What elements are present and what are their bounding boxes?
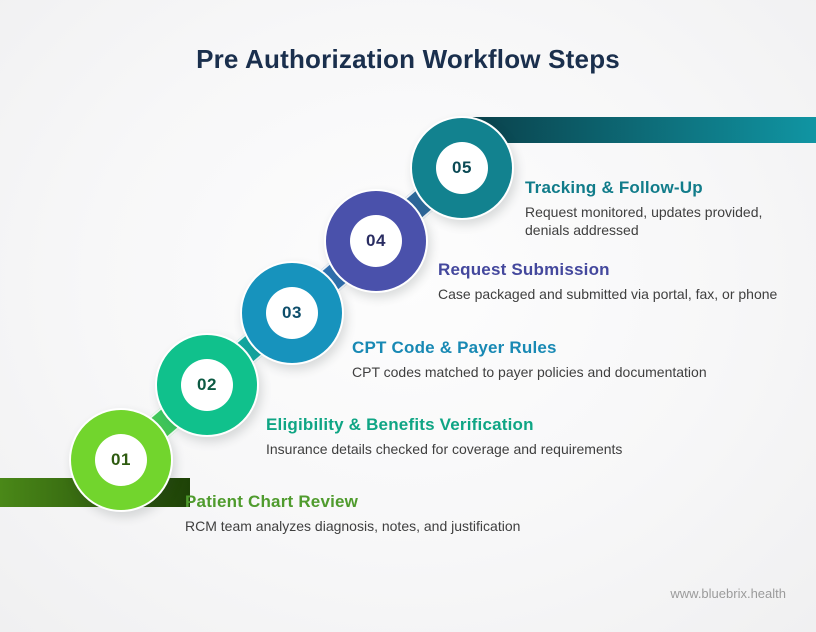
step-1-number: 01 (95, 434, 147, 486)
step-5-number: 05 (436, 142, 488, 194)
step-1-description: RCM team analyzes diagnosis, notes, and … (185, 518, 521, 534)
step-1-text: Patient Chart Review RCM team analyzes d… (185, 492, 520, 535)
step-3-description: CPT codes matched to payer policies and … (352, 364, 707, 380)
right-end-ribbon (462, 117, 816, 143)
step-4-number: 04 (350, 215, 402, 267)
step-5-badge: 05 (410, 116, 514, 220)
step-2-text: Eligibility & Benefits Verification Insu… (266, 415, 622, 458)
step-2-description: Insurance details checked for coverage a… (266, 441, 623, 457)
step-5-text: Tracking & Follow-Up Request monitored, … (525, 178, 762, 239)
step-4-text: Request Submission Case packaged and sub… (438, 260, 777, 303)
step-1-badge: 01 (69, 408, 173, 512)
step-3-text: CPT Code & Payer Rules CPT codes matched… (352, 338, 707, 381)
step-4-description: Case packaged and submitted via portal, … (438, 286, 778, 302)
step-3-badge: 03 (240, 261, 344, 365)
step-2-badge: 02 (155, 333, 259, 437)
step-4-title: Request Submission (438, 260, 610, 279)
step-3-number: 03 (266, 287, 318, 339)
step-2-title: Eligibility & Benefits Verification (266, 415, 534, 434)
step-2-number: 02 (181, 359, 233, 411)
footer-website-url: www.bluebrix.health (670, 586, 786, 601)
step-5-description: Request monitored, updates provided, den… (525, 204, 763, 238)
step-4-badge: 04 (324, 189, 428, 293)
step-1-title: Patient Chart Review (185, 492, 359, 511)
page-title: Pre Authorization Workflow Steps (196, 44, 620, 74)
step-3-title: CPT Code & Payer Rules (352, 338, 557, 357)
step-5-title: Tracking & Follow-Up (525, 178, 703, 197)
